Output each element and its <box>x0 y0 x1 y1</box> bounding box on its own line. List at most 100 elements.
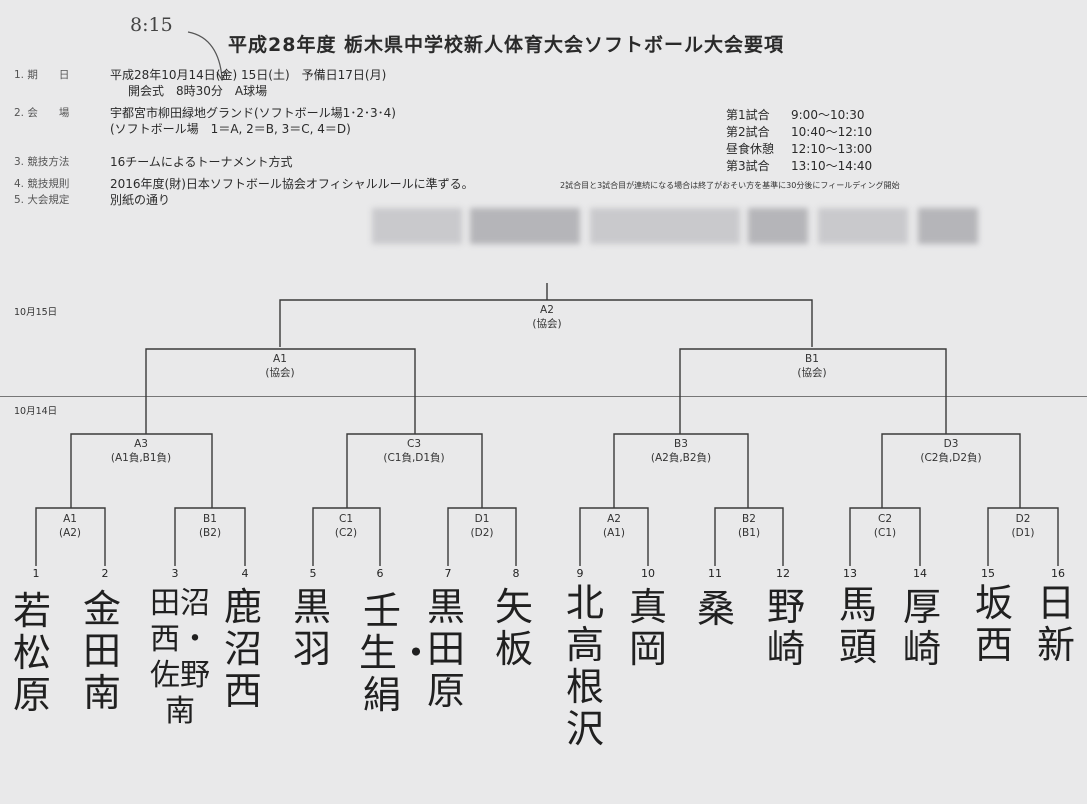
schedule-row: 第1試合 9:00〜10:30 <box>726 108 906 122</box>
match-note: (C1) <box>873 527 897 539</box>
schedule-name: 第3試合 <box>726 159 770 173</box>
match-semi-2: B1 (協会) <box>797 352 826 380</box>
match-court: C1 <box>338 513 353 525</box>
info-label: 3. 競技方法 <box>14 156 70 168</box>
schedule-name: 第1試合 <box>726 108 770 122</box>
team-number: 15 <box>981 567 995 580</box>
schedule-time: 10:40〜12:10 <box>791 125 873 139</box>
match-note: (B2) <box>198 527 222 539</box>
team-number: 7 <box>444 567 452 580</box>
match-court: D1 <box>474 513 490 525</box>
info-value: 別紙の通り <box>110 193 171 207</box>
document-title: 平成28年度 栃木県中学校新人体育大会ソフトボール大会要項 <box>228 34 785 56</box>
match-note: (D1) <box>1011 527 1035 539</box>
team-number: 14 <box>913 567 927 580</box>
match-note: (A2) <box>58 527 82 539</box>
match-r1-7: C2 (C1) <box>874 512 896 540</box>
team-name: 黒田原 <box>426 585 465 713</box>
schedule-name: 昼食休憩 <box>726 142 775 156</box>
day1-date: 10月14日 <box>14 406 58 417</box>
schedule-time: 9:00〜10:30 <box>791 108 865 122</box>
match-r1-2: B1 (B2) <box>199 512 221 540</box>
info-label: 4. 競技規則 <box>14 178 70 190</box>
rule-note: 2試合目と3試合目が連続になる場合は終了がおそい方を基準に30分後にフィールディ… <box>560 181 900 190</box>
match-court: A3 <box>134 438 148 450</box>
match-quarter-2: C3 (C1負,D1負) <box>383 437 444 465</box>
team-number: 10 <box>641 567 655 580</box>
match-note: (A1負,B1負) <box>110 452 172 464</box>
redacted-area <box>748 208 808 244</box>
team-number: 11 <box>708 567 722 580</box>
team-name: 北高根沢 <box>565 581 604 751</box>
team-name: 黒羽 <box>292 585 331 671</box>
team-name: 真岡 <box>628 585 667 671</box>
match-quarter-1: A3 (A1負,B1負) <box>111 437 171 465</box>
info-row-opening: 開会式 8時30分 A球場 <box>32 84 592 98</box>
team-name: 矢板 <box>494 585 533 671</box>
day-divider <box>0 396 1087 397</box>
team-number: 9 <box>576 567 584 580</box>
match-r1-3: C1 (C2) <box>335 512 357 540</box>
match-court: B1 <box>805 353 819 365</box>
team-name: 金田南 <box>82 587 121 715</box>
match-court: A2 <box>540 304 554 316</box>
redacted-area <box>818 208 908 244</box>
match-court: C3 <box>406 438 421 450</box>
team-name: 野崎 <box>766 585 805 671</box>
info-row-rules: 4. 競技規則 2016年度(財)日本ソフトボール協会オフィシャルルールに準ずる… <box>14 177 554 191</box>
team-number: 12 <box>776 567 790 580</box>
redacted-area <box>918 208 978 244</box>
match-r1-1: A1 (A2) <box>59 512 81 540</box>
info-value: (ソフトボール場 1＝A, 2＝B, 3＝C, 4＝D) <box>110 122 351 136</box>
team-name: 若松原 <box>12 589 51 717</box>
match-quarter-3: B3 (A2負,B2負) <box>651 437 711 465</box>
team-name: 鹿沼西 <box>223 585 262 713</box>
info-label: 1. 期 日 <box>14 69 70 81</box>
match-court: B1 <box>203 513 217 525</box>
info-row-date: 1. 期 日 平成28年10月14日(金) 15日(土) 予備日17日(月) <box>14 68 574 82</box>
team-number: 8 <box>512 567 520 580</box>
schedule-row: 第2試合 10:40〜12:10 <box>726 125 906 139</box>
match-court: A1 <box>273 353 287 365</box>
match-r1-5: A2 (A1) <box>603 512 625 540</box>
match-note: (C2負,D2負) <box>920 452 982 464</box>
match-note: (D2) <box>470 527 494 539</box>
match-court: B3 <box>674 438 688 450</box>
day2-date: 10月15日 <box>14 307 58 318</box>
info-label: 5. 大会規定 <box>14 194 70 206</box>
info-label: 2. 会 場 <box>14 107 70 119</box>
info-row-regulations: 5. 大会規定 別紙の通り <box>14 193 574 207</box>
match-court: D2 <box>1015 513 1031 525</box>
team-number: 16 <box>1051 567 1065 580</box>
match-note: (協会) <box>532 318 562 330</box>
team-name: 厚崎 <box>902 585 941 671</box>
match-note: (C2) <box>334 527 358 539</box>
redacted-area <box>590 208 740 244</box>
info-value: 平成28年10月14日(金) 15日(土) 予備日17日(月) <box>110 68 387 82</box>
match-semi-1: A1 (協会) <box>265 352 294 380</box>
team-number: 4 <box>241 567 249 580</box>
handwritten-arrow <box>187 31 227 82</box>
handwritten-time-note: 8:15 <box>130 14 173 36</box>
team-name: 田沼西・佐野南 <box>150 586 210 729</box>
info-value: 2016年度(財)日本ソフトボール協会オフィシャルルールに準ずる。 <box>110 177 474 191</box>
redacted-area <box>372 208 462 244</box>
info-row-venue: 2. 会 場 宇都宮市柳田緑地グランド(ソフトボール場1･2･3･4) <box>14 106 574 120</box>
match-court: B2 <box>742 513 756 525</box>
match-note: (B1) <box>737 527 761 539</box>
match-r1-6: B2 (B1) <box>738 512 760 540</box>
match-final: A2 (協会) <box>532 303 561 331</box>
team-number: 13 <box>843 567 857 580</box>
team-name: 壬生・絹 <box>359 589 436 717</box>
match-r1-4: D1 (D2) <box>471 512 494 540</box>
team-name: 日新 <box>1036 581 1075 667</box>
team-name: 坂西 <box>974 581 1013 667</box>
match-court: A2 <box>607 513 621 525</box>
info-row-venue-map: (ソフトボール場 1＝A, 2＝B, 3＝C, 4＝D) <box>14 122 574 136</box>
match-note: (協会) <box>797 367 827 379</box>
info-value: 16チームによるトーナメント方式 <box>110 155 293 169</box>
match-r1-8: D2 (D1) <box>1012 512 1035 540</box>
match-note: (A1) <box>602 527 626 539</box>
match-note: (C1負,D1負) <box>383 452 445 464</box>
